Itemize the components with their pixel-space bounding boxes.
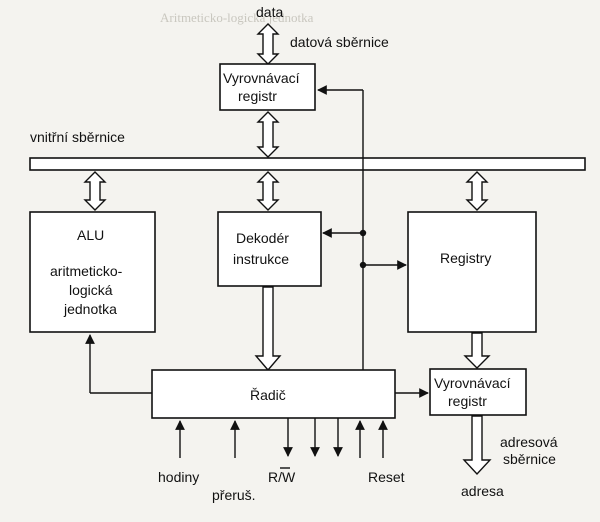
bus-decoder-arrow [256,171,280,211]
reset-label: Reset [368,469,405,485]
buffer-register-top [219,63,316,111]
alu-line1: aritmeticko- [50,263,123,279]
instruction-decoder-block [217,211,322,287]
alu-block [29,211,156,333]
controller-block [151,369,396,419]
alu-title: ALU [77,227,104,243]
address-bus-label-line2: sběrnice [503,451,556,467]
background-heading: Aritmeticko-logická jednotka [160,10,314,25]
internal-bus-label: vnitřní sběrnice [30,129,125,145]
decoder-controller-arrow [254,286,282,372]
internal-bus [29,157,586,171]
address-output-arrow [462,415,492,476]
buffer-register-top-line1: Vyrovnávací [223,70,300,86]
buffer-to-bus-arrow [256,111,280,158]
decoder-line1: Dekodér [236,230,289,246]
registers-label: Registry [440,250,491,266]
data-io-arrow [256,23,280,65]
junction-dot-upper [359,229,367,237]
junction-dot-lower [359,261,367,269]
rw-label: R/W [268,469,296,485]
buffer-register-bottom-line1: Vyrovnávací [434,375,511,391]
registers-buffer-arrow [463,332,491,369]
buffer-register-top-line2: registr [238,88,277,104]
data-label: data [256,4,283,20]
alu-line2: logická [69,282,113,298]
buffer-register-bottom-line2: registr [448,393,487,409]
clock-label: hodiny [158,469,199,485]
address-label: adresa [461,483,504,499]
address-bus-label-line1: adresová [500,434,558,450]
registers-block [407,211,537,333]
buffer-register-bottom [429,368,527,416]
controller-label: Řadič [250,387,286,403]
decoder-line2: instrukce [233,251,289,267]
bus-registers-arrow [465,171,489,211]
bus-alu-arrow [83,171,107,211]
data-bus-label: datová sběrnice [290,34,389,50]
interrupt-label: přeruš. [212,487,256,503]
alu-line3: jednotka [63,301,117,317]
